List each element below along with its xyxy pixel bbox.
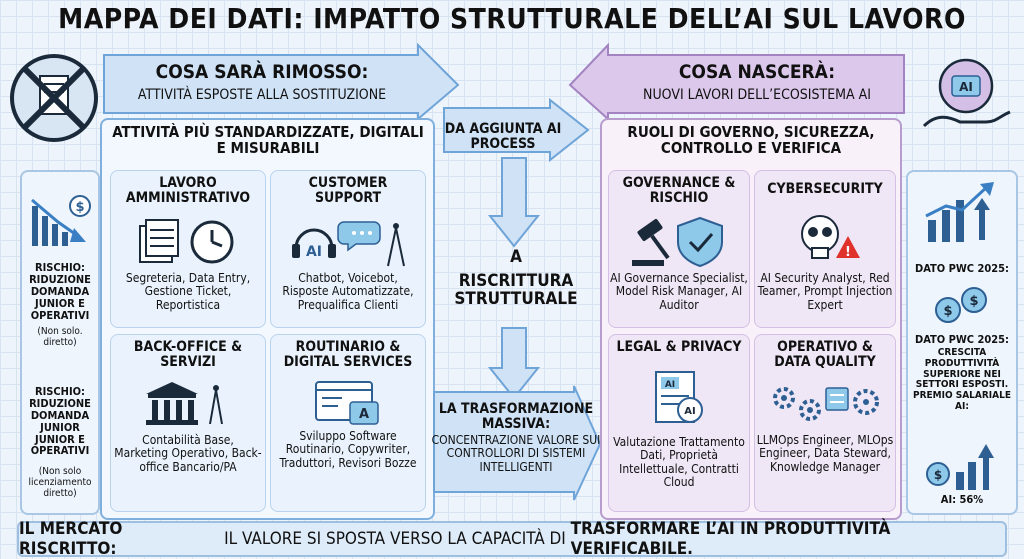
footer-end: TRASFORMARE L’AI IN PRODUTTIVITÀ VERIFIC… <box>570 519 891 559</box>
card-title: BACK-OFFICE & SERVIZI <box>133 339 243 371</box>
risk-bottom-note: (Non solo licenziamento diretto) <box>28 466 92 500</box>
documents-clock-icon <box>139 219 234 264</box>
bank-antenna-icon <box>146 382 223 425</box>
pwc-value: AI: 56% <box>940 493 984 506</box>
page-title: MAPPA DEI DATI: IMPATTO STRUTTURALE DELL… <box>58 2 966 35</box>
card-title: LAVORO AMMINISTRATIVO <box>125 175 251 207</box>
card-operativo <box>754 334 896 512</box>
svg-text:AI: AI <box>306 244 322 260</box>
middle-top-label: DA AGGIUNTA AI PROCESS <box>444 121 562 153</box>
svg-text:AI: AI <box>665 380 675 390</box>
svg-text:AI: AI <box>959 80 973 94</box>
footer-banner: IL MERCATO RISCRITTO: IL VALORE SI SPOST… <box>17 519 1007 559</box>
ai-document-icon: AI AI <box>655 371 703 423</box>
risk-bottom-title: RISCHIO: RIDUZIONE DOMANDA JUNIOR JUNIOR… <box>29 385 91 458</box>
growth-chart-icon <box>925 182 994 242</box>
blocked-document-icon <box>10 54 98 142</box>
footer-middle: IL VALORE SI SPOSTA VERSO LA CAPACITÀ DI <box>219 529 571 549</box>
right-header-subtitle: NUOVI LAVORI DELL’ECOSISTEMA AI <box>643 87 871 103</box>
svg-text:A: A <box>359 407 369 422</box>
ai-head-hand-icon: AI <box>922 58 1011 128</box>
svg-text:$: $ <box>75 200 84 215</box>
card-title: ROUTINARIO & DIGITAL SERVICES <box>283 339 413 371</box>
card-text: Sviluppo Software Routinario, Copywriter… <box>279 429 417 470</box>
card-lavoro-amministrativo <box>110 170 266 328</box>
card-title: CYBERSECURITY <box>767 181 883 197</box>
middle-bottom-title: LA TRASFORMAZIONE MASSIVA: <box>438 401 594 433</box>
risk-top-title: RISCHIO: RIDUZIONE DOMANDA JUNIOR E OPER… <box>29 261 91 322</box>
middle-a-label: A <box>510 247 522 267</box>
svg-text:$: $ <box>943 304 952 319</box>
salary-growth-icon: $ <box>926 444 994 490</box>
card-text: Valutazione Trattamento Dati, Proprietà … <box>613 435 745 490</box>
card-text: Chatbot, Voicebot, Risposte Automatizzat… <box>282 271 414 312</box>
card-title: GOVERNANCE & RISCHIO <box>622 175 736 207</box>
left-header-arrow <box>103 43 460 122</box>
pwc-top-label: DATO PwC 2025: <box>914 262 1009 275</box>
card-text: AI Governance Specialist, Model Risk Man… <box>610 271 748 312</box>
middle-bottom-text: CONCENTRAZIONE VALORE SUI CONTROLLORI DI… <box>431 433 601 474</box>
risk-top-note: (Non solo. diretto) <box>37 326 83 349</box>
right-header-title: COSA NASCERÀ: <box>678 61 836 83</box>
middle-flow-arrows <box>433 97 602 501</box>
svg-text:AI: AI <box>684 406 695 417</box>
card-title: LEGAL & PRIVACY <box>616 339 742 355</box>
gavel-shield-icon <box>632 216 723 268</box>
footer-lead: IL MERCATO RISCRITTO: <box>19 519 123 559</box>
right-header-arrow <box>568 43 905 122</box>
card-text: Segreteria, Data Entry, Gestione Ticket,… <box>125 271 251 312</box>
card-title: OPERATIVO & DATA QUALITY <box>774 339 876 371</box>
middle-rewrite-label: RISCRITTURA STRUTTURALE <box>454 271 578 310</box>
decline-chart-icon: $ <box>31 195 91 246</box>
left-header-subtitle: ATTIVITÀ ESPOSTE ALLA SOSTITUZIONE <box>137 87 387 103</box>
card-routinario <box>270 334 426 512</box>
headset-chat-antenna-icon: AI <box>292 221 405 267</box>
card-text: AI Security Analyst, Red Teamer, Prompt … <box>757 271 893 312</box>
right-section-title: RUOLI DI GOVERNO, SICUREZZA, CONTROLLO E… <box>627 123 875 158</box>
gears-icon <box>773 387 879 421</box>
left-header-title: COSA SARÀ RIMOSSO: <box>155 61 369 83</box>
translate-window-icon: A <box>315 381 379 425</box>
card-text: LLMOps Engineer, MLOps Engineer, Data St… <box>756 433 894 474</box>
card-text: Contabilità Base, Marketing Operativo, B… <box>114 433 262 474</box>
svg-text:!: ! <box>845 245 851 260</box>
skull-alert-icon: ! <box>801 215 860 260</box>
card-title: CUSTOMER SUPPORT <box>308 175 388 207</box>
svg-text:$: $ <box>969 294 978 309</box>
svg-text:$: $ <box>934 468 942 482</box>
left-section-title: ATTIVITÀ PIÙ STANDARDIZZATE, DIGITALI E … <box>112 123 424 158</box>
pwc-title: DATO PwC 2025: <box>914 333 1009 346</box>
pwc-text: CRESCITA PRODUTTIVITÀ SUPERIORE NEI SETT… <box>913 347 1011 412</box>
coins-icon: $ $ <box>935 287 987 323</box>
